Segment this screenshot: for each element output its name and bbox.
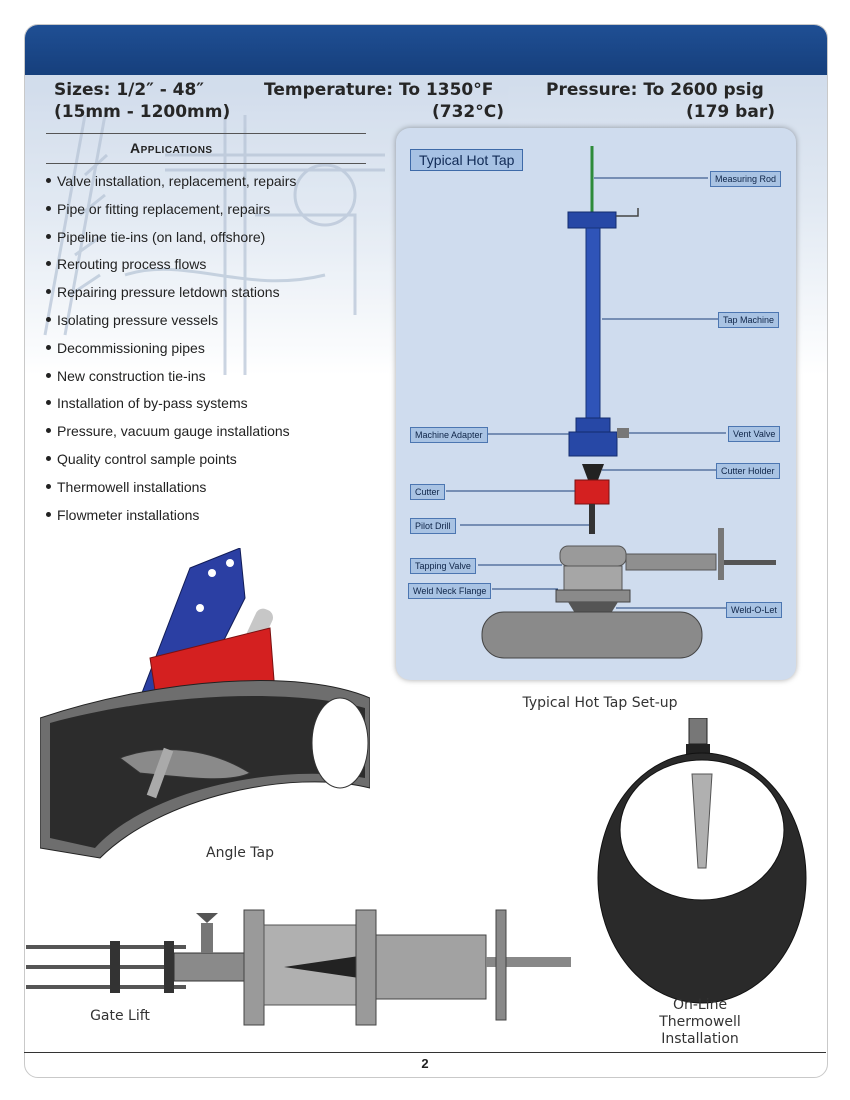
- list-item: Installation of by-pass systems: [42, 395, 296, 423]
- applications-bottom-rule: [46, 163, 366, 164]
- list-item: Pipe or fitting replacement, repairs: [42, 201, 296, 229]
- list-item: Decommissioning pipes: [42, 340, 296, 368]
- hot-tap-illustration: [446, 146, 776, 659]
- bullet-icon: [46, 511, 51, 517]
- weld-neck-flange-graphic: [555, 589, 631, 603]
- page-number: 2: [421, 1056, 429, 1071]
- list-item: New construction tie-ins: [42, 368, 296, 396]
- list-item: Repairing pressure letdown stations: [42, 284, 296, 312]
- header-band: [25, 25, 827, 75]
- bullet-icon: [46, 233, 51, 239]
- bullet-icon: [46, 344, 51, 350]
- weld-neck-flange-label: Weld Neck Flange: [408, 583, 492, 599]
- angle-tap-caption: Angle Tap: [206, 845, 274, 861]
- list-item: Rerouting process flows: [42, 256, 296, 284]
- machine-adapter-label: Machine Adapter: [410, 427, 488, 443]
- list-item: Isolating pressure vessels: [42, 312, 296, 340]
- list-item: Flowmeter installations: [42, 507, 296, 535]
- bullet-icon: [46, 289, 51, 295]
- weld-o-let-label: Weld-O-Let: [726, 602, 782, 618]
- hot-tap-caption: Typical Hot Tap Set-up: [522, 695, 678, 711]
- applications-heading: Applications: [130, 140, 213, 156]
- pilot-drill-graphic: [589, 504, 595, 534]
- bullet-icon: [46, 178, 51, 183]
- gate-lift-illustration: [26, 909, 571, 1026]
- tapping-valve-graphic: [559, 545, 627, 567]
- temperature-metric: (732°C): [432, 102, 505, 122]
- sizes-spec: Sizes: 1/2″ - 48″: [54, 80, 204, 100]
- cutter-graphic: [574, 479, 610, 505]
- applications-list: Valve installation, replacement, repairs…: [42, 173, 296, 534]
- thermowell-caption-line-3: Installation: [661, 1031, 739, 1047]
- sizes-metric: (15mm - 1200mm): [54, 102, 231, 122]
- bullet-icon: [46, 205, 51, 211]
- bullet-icon: [46, 261, 51, 267]
- measuring-rod-label: Measuring Rod: [710, 171, 782, 187]
- tap-machine-column-graphic: [585, 227, 601, 419]
- list-item: Quality control sample points: [42, 451, 296, 479]
- tap-machine-label: Tap Machine: [718, 312, 780, 328]
- pressure-spec: Pressure: To 2600 psig: [546, 80, 764, 100]
- background-pipes-graphic: [43, 114, 385, 375]
- list-item: Pressure, vacuum gauge installations: [42, 423, 296, 451]
- pipe-graphic: [481, 611, 703, 659]
- cutter-label: Cutter: [410, 484, 445, 500]
- bullet-icon: [46, 455, 51, 461]
- angle-tap-illustration: [40, 548, 370, 859]
- machine-adapter-graphic: [568, 431, 618, 457]
- footer-rule: [24, 1052, 826, 1053]
- vent-valve-label: Vent Valve: [728, 426, 781, 442]
- machine-cap-graphic: [567, 211, 617, 229]
- temperature-spec: Temperature: To 1350°F: [264, 80, 494, 100]
- list-item: Valve installation, replacement, repairs: [42, 173, 296, 201]
- cutter-holder-label: Cutter Holder: [716, 463, 780, 479]
- bullet-icon: [46, 483, 51, 489]
- list-item: Pipeline tie-ins (on land, offshore): [42, 229, 296, 257]
- bullet-icon: [46, 428, 51, 434]
- pilot-drill-label: Pilot Drill: [410, 518, 456, 534]
- thermowell-caption-line-1: On-Line: [672, 997, 728, 1013]
- bullet-icon: [46, 372, 51, 378]
- bullet-icon: [46, 400, 51, 406]
- list-item: Thermowell installations: [42, 479, 296, 507]
- diagram-title: Typical Hot Tap: [410, 149, 524, 171]
- tapping-valve-label: Tapping Valve: [410, 558, 476, 574]
- thermowell-caption: On-Line Thermowell Installation: [630, 997, 770, 1048]
- cutter-holder-graphic: [582, 464, 604, 480]
- thermowell-illustration: [597, 718, 807, 1004]
- bullet-icon: [46, 316, 51, 322]
- thermowell-caption-line-2: Thermowell: [659, 1014, 741, 1030]
- applications-top-rule: [46, 133, 366, 134]
- pressure-metric: (179 bar): [686, 102, 775, 122]
- gate-lift-caption: Gate Lift: [90, 1008, 150, 1024]
